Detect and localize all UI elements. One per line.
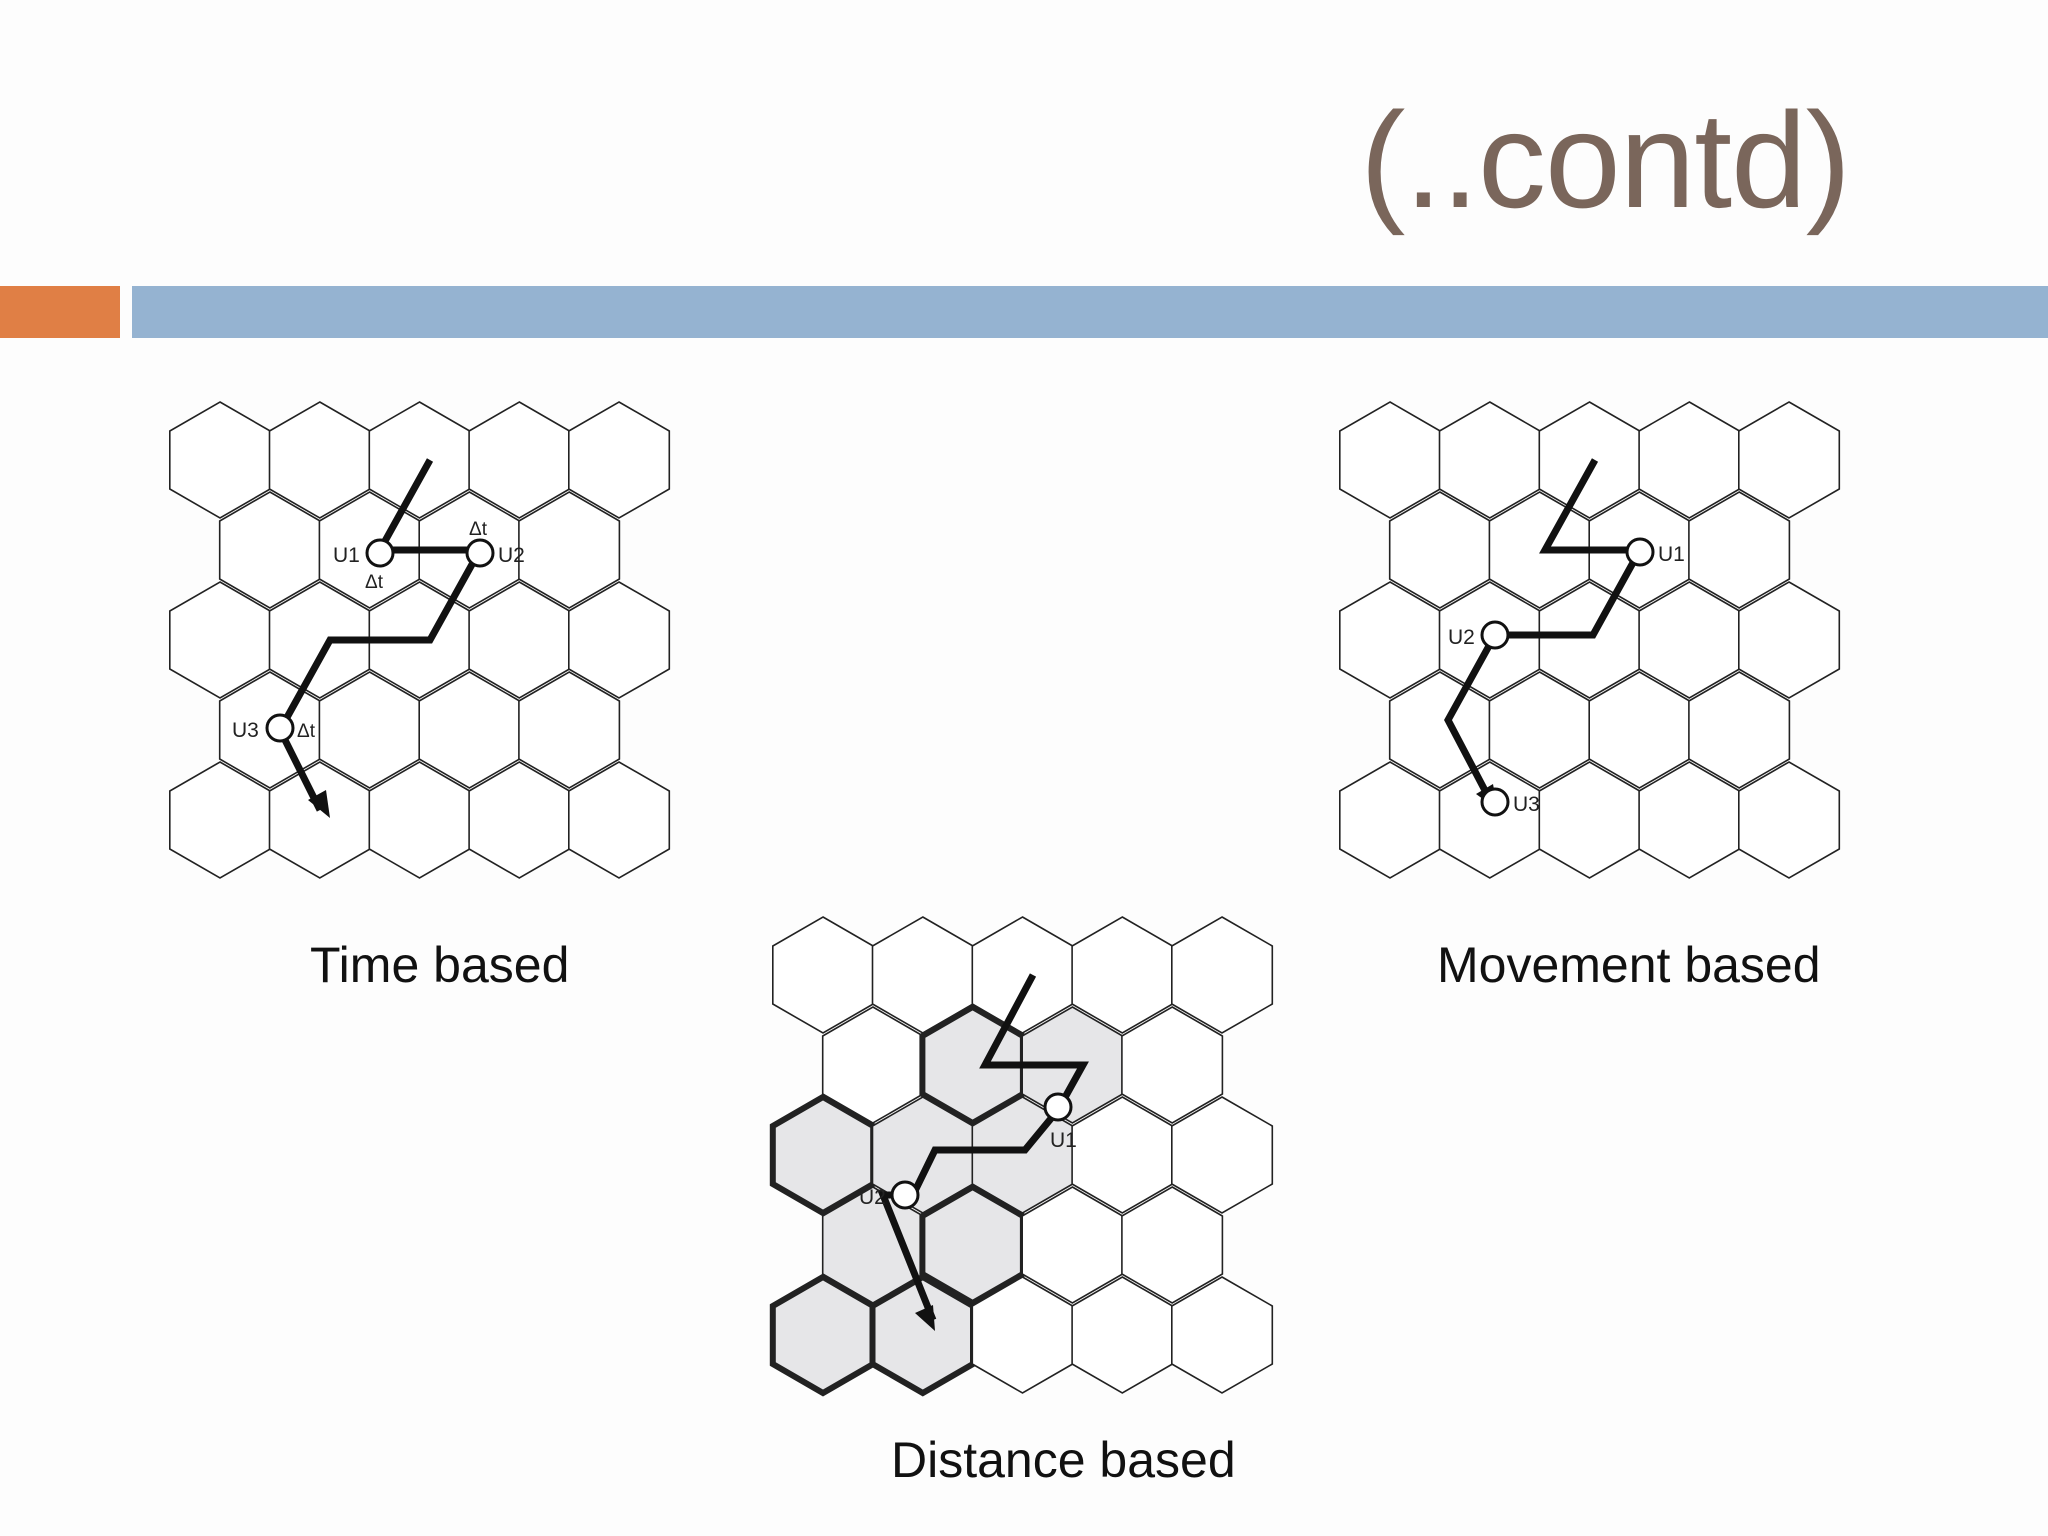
hex-cell <box>769 1273 877 1397</box>
hex-cell <box>1121 1186 1224 1304</box>
hex-cell <box>1688 491 1791 609</box>
update-point-u2 <box>465 538 495 568</box>
update-point-u1 <box>1625 537 1655 567</box>
movement-based-diagram: U1 U2 U3 <box>1339 401 1841 879</box>
hex-cell <box>1737 581 1841 699</box>
hex-cell <box>567 581 671 699</box>
hex-cell <box>567 761 671 879</box>
label-delta-t: Δt <box>365 572 384 593</box>
hex-cell <box>1688 671 1791 789</box>
label-u2: U2 <box>859 1186 886 1209</box>
title-accent-bar-blue <box>132 286 2048 338</box>
label-u2: U2 <box>1448 626 1475 649</box>
label-u2: U2 <box>498 544 525 567</box>
hex-cell <box>518 491 621 609</box>
label-delta-t: Δt <box>297 721 316 742</box>
time-based-diagram: U1 U2 U3 Δt Δt Δt <box>169 401 671 879</box>
hex-cell <box>1170 1096 1274 1214</box>
label-u1: U1 <box>333 544 360 567</box>
title-accent-bar-orange <box>0 286 120 338</box>
hex-cell <box>1170 916 1274 1034</box>
arrow-head-icon <box>915 1305 935 1331</box>
hex-cell <box>1737 401 1841 519</box>
label-u1: U1 <box>1050 1129 1077 1152</box>
caption-movement-based: Movement based <box>1437 937 1821 993</box>
movement-path <box>979 973 1089 1112</box>
movement-path <box>1539 458 1640 554</box>
hex-cell <box>567 401 671 519</box>
movement-path <box>276 548 484 812</box>
label-u3: U3 <box>232 719 259 742</box>
update-point-u3 <box>1480 787 1510 817</box>
label-u3: U3 <box>1513 793 1540 816</box>
hex-cell <box>1737 761 1841 879</box>
update-point-u2 <box>890 1180 920 1210</box>
update-point-u2 <box>1480 620 1510 650</box>
slide-title: (..contd) <box>1360 84 1851 236</box>
caption-time-based: Time based <box>310 937 570 993</box>
hex-cell <box>1121 1006 1224 1124</box>
update-point-u1 <box>1043 1092 1073 1122</box>
hex-cell <box>1170 1276 1274 1394</box>
arrow-head-icon <box>308 790 330 818</box>
label-delta-t: Δt <box>469 519 488 540</box>
distance-based-diagram: U1 U2 <box>769 916 1274 1397</box>
hex-cell <box>518 671 621 789</box>
label-u1: U1 <box>1658 543 1685 566</box>
caption-distance-based: Distance based <box>891 1432 1236 1488</box>
update-point-u3 <box>265 713 295 743</box>
update-point-u1 <box>365 538 395 568</box>
